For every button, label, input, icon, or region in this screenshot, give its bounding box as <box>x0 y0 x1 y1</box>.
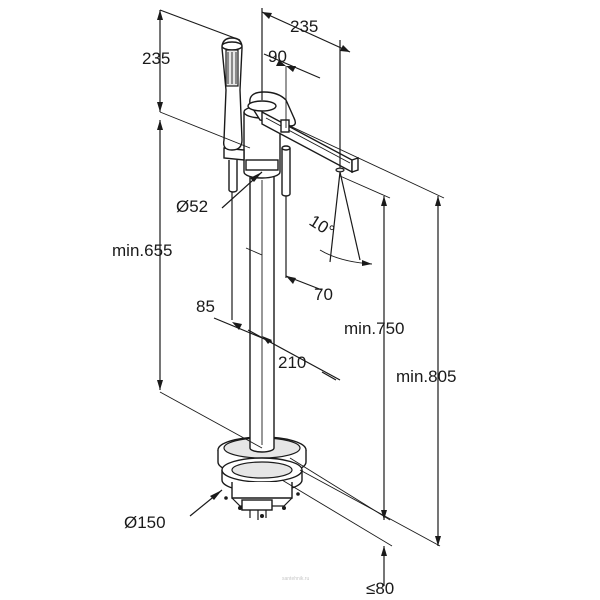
min-handle-height-label: min.655 <box>112 241 172 260</box>
spout-offset-label: 90 <box>268 47 287 66</box>
min-total-height-label: min.805 <box>396 367 456 386</box>
main-pipe <box>249 176 275 453</box>
base-diameter-label: Ø150 <box>124 513 166 532</box>
valve-stubs <box>280 119 291 197</box>
dimension-lines <box>157 8 445 586</box>
spout-reach-label: 235 <box>290 17 318 36</box>
faucet-body <box>217 37 359 520</box>
min-outlet-height-label: min.750 <box>344 319 404 338</box>
handshower-height-label: 235 <box>142 49 170 68</box>
max-floor-depth-label: ≤80 <box>366 579 394 598</box>
base-offset-label: 210 <box>278 353 306 372</box>
handshower-holder <box>223 147 245 193</box>
handshower <box>221 37 243 151</box>
wall-offset-label: 85 <box>196 297 215 316</box>
pipe-diameter-label: Ø52 <box>176 197 208 216</box>
lever-handle <box>247 91 297 127</box>
watermark: santehnik.ru <box>282 576 309 582</box>
handle-offset-label: 70 <box>314 285 333 304</box>
install-box <box>224 482 300 520</box>
